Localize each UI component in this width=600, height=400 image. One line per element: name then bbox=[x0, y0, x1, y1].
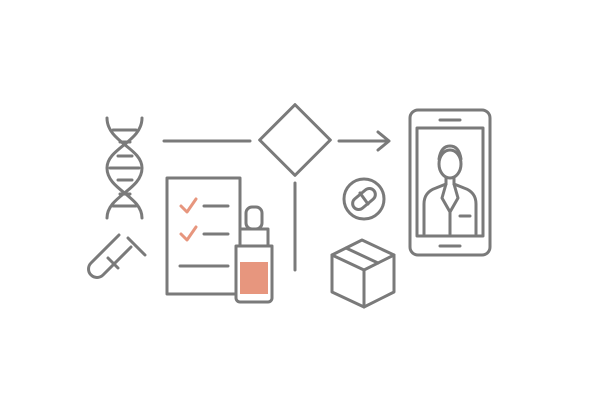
smartphone-doctor-icon bbox=[408, 108, 492, 257]
checkmark-icons bbox=[179, 197, 198, 242]
dna-icon bbox=[105, 116, 144, 220]
test-tube-icon bbox=[87, 233, 147, 279]
arrow-right-icon bbox=[337, 130, 391, 152]
bottle-label bbox=[240, 262, 268, 294]
checklist-icon bbox=[165, 176, 242, 296]
pill-icon bbox=[342, 177, 386, 221]
package-box-icon bbox=[330, 238, 396, 309]
decision-diamond-icon bbox=[258, 103, 332, 177]
